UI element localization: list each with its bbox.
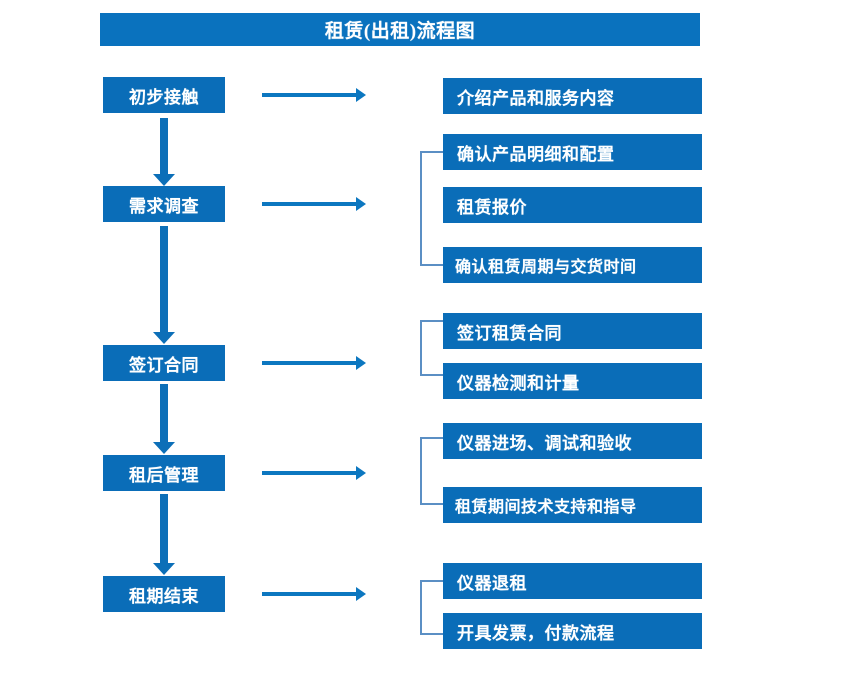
detail-box-confirm-period-delivery[interactable]: 确认租赁周期与交货时间 — [443, 247, 702, 283]
detail-box-instrument-return[interactable]: 仪器退租 — [443, 563, 702, 599]
bracket-sign-contract-group — [420, 320, 444, 376]
link-arrow-right-5 — [262, 587, 366, 601]
stage-box-post-rent-management[interactable]: 租后管理 — [103, 455, 225, 491]
detail-box-instrument-entry-commissioning[interactable]: 仪器进场、调试和验收 — [443, 423, 702, 459]
detail-box-instrument-inspection[interactable]: 仪器检测和计量 — [443, 363, 702, 399]
stage-box-initial-contact[interactable]: 初步接触 — [103, 77, 225, 113]
stage-box-requirement-survey[interactable]: 需求调查 — [103, 186, 225, 222]
bracket-post-rent-group — [420, 437, 444, 505]
detail-box-invoice-payment[interactable]: 开具发票，付款流程 — [443, 613, 702, 649]
stage-box-sign-contract[interactable]: 签订合同 — [103, 345, 225, 381]
flow-arrow-down-3 — [153, 384, 175, 454]
flow-arrow-down-1 — [153, 118, 175, 186]
link-arrow-right-4 — [262, 466, 366, 480]
link-arrow-right-2 — [262, 197, 366, 211]
bracket-requirement-survey-group — [420, 151, 444, 266]
link-arrow-right-3 — [262, 356, 366, 370]
detail-box-confirm-product-spec[interactable]: 确认产品明细和配置 — [443, 134, 702, 170]
bracket-lease-end-group — [420, 580, 444, 635]
stage-box-lease-end[interactable]: 租期结束 — [103, 576, 225, 612]
detail-box-introduce-products[interactable]: 介绍产品和服务内容 — [443, 78, 702, 114]
flow-arrow-down-4 — [153, 494, 175, 575]
page-title: 租赁(出租)流程图 — [100, 13, 700, 46]
detail-box-technical-support[interactable]: 租赁期间技术支持和指导 — [443, 487, 702, 523]
link-arrow-right-1 — [262, 88, 366, 102]
detail-box-rental-quotation[interactable]: 租赁报价 — [443, 187, 702, 223]
detail-box-sign-rental-contract[interactable]: 签订租赁合同 — [443, 313, 702, 349]
flow-arrow-down-2 — [153, 226, 175, 344]
